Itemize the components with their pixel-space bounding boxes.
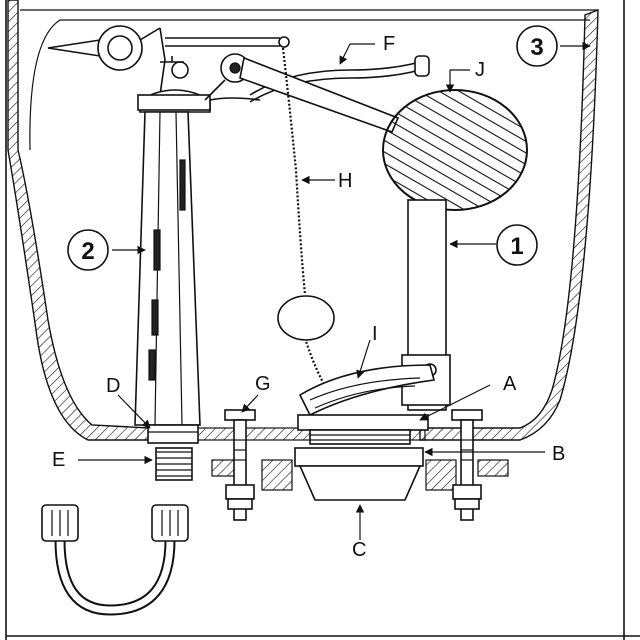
shank-threads	[156, 451, 192, 477]
callout-three: 3	[516, 25, 558, 67]
callout-two: 2	[67, 229, 109, 271]
supply-line	[41, 504, 189, 616]
callout-three-label: 3	[530, 34, 543, 61]
callout-one: 1	[496, 224, 538, 266]
callout-two-label: 2	[81, 238, 94, 265]
label-f: F	[383, 33, 395, 55]
callout-one-label: 1	[510, 233, 523, 260]
label-g: G	[255, 373, 271, 395]
label-i: I	[372, 323, 378, 345]
frame-border	[5, 0, 640, 640]
label-c: C	[352, 539, 366, 561]
label-h: H	[338, 170, 352, 192]
leader-lines	[78, 41, 591, 540]
flapper	[298, 364, 436, 417]
label-d: D	[106, 375, 120, 397]
label-e: E	[52, 449, 65, 471]
label-a: A	[503, 373, 517, 395]
flush-handle	[47, 25, 290, 96]
tank-bolt-left	[224, 409, 256, 521]
label-b: B	[552, 443, 565, 465]
flapper-ball	[277, 295, 335, 341]
flush-valve	[211, 414, 509, 501]
fill-valve	[134, 56, 261, 481]
label-j: J	[475, 59, 485, 81]
tank-bolt-right	[451, 409, 483, 521]
float-assembly	[204, 53, 528, 211]
